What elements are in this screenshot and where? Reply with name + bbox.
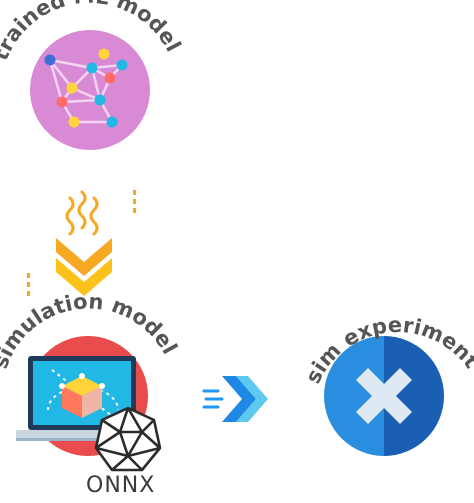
neural-network-nodes bbox=[44, 48, 128, 128]
onnx-label: ONNX bbox=[86, 473, 155, 498]
polyhedron-icon bbox=[94, 406, 162, 472]
trained-model-circle bbox=[30, 30, 150, 150]
simulation-model-node: ONNX simulation model bbox=[0, 289, 182, 498]
down-arrow bbox=[27, 190, 136, 296]
double-chevron-down-icon bbox=[56, 238, 112, 296]
dots-decoration-left bbox=[27, 273, 30, 296]
sim-experiments-circle-right bbox=[384, 336, 444, 456]
speed-lines bbox=[202, 389, 224, 409]
dots-decoration-right bbox=[133, 190, 136, 213]
heat-waves-icon bbox=[65, 190, 99, 236]
right-arrow bbox=[202, 376, 268, 422]
trained-model-node: trained ML model bbox=[0, 0, 186, 150]
x-mark-icon bbox=[356, 368, 412, 424]
sim-experiments-circle-left bbox=[324, 336, 384, 456]
double-chevron-right-icon bbox=[222, 376, 268, 422]
cube-icon bbox=[59, 373, 105, 418]
